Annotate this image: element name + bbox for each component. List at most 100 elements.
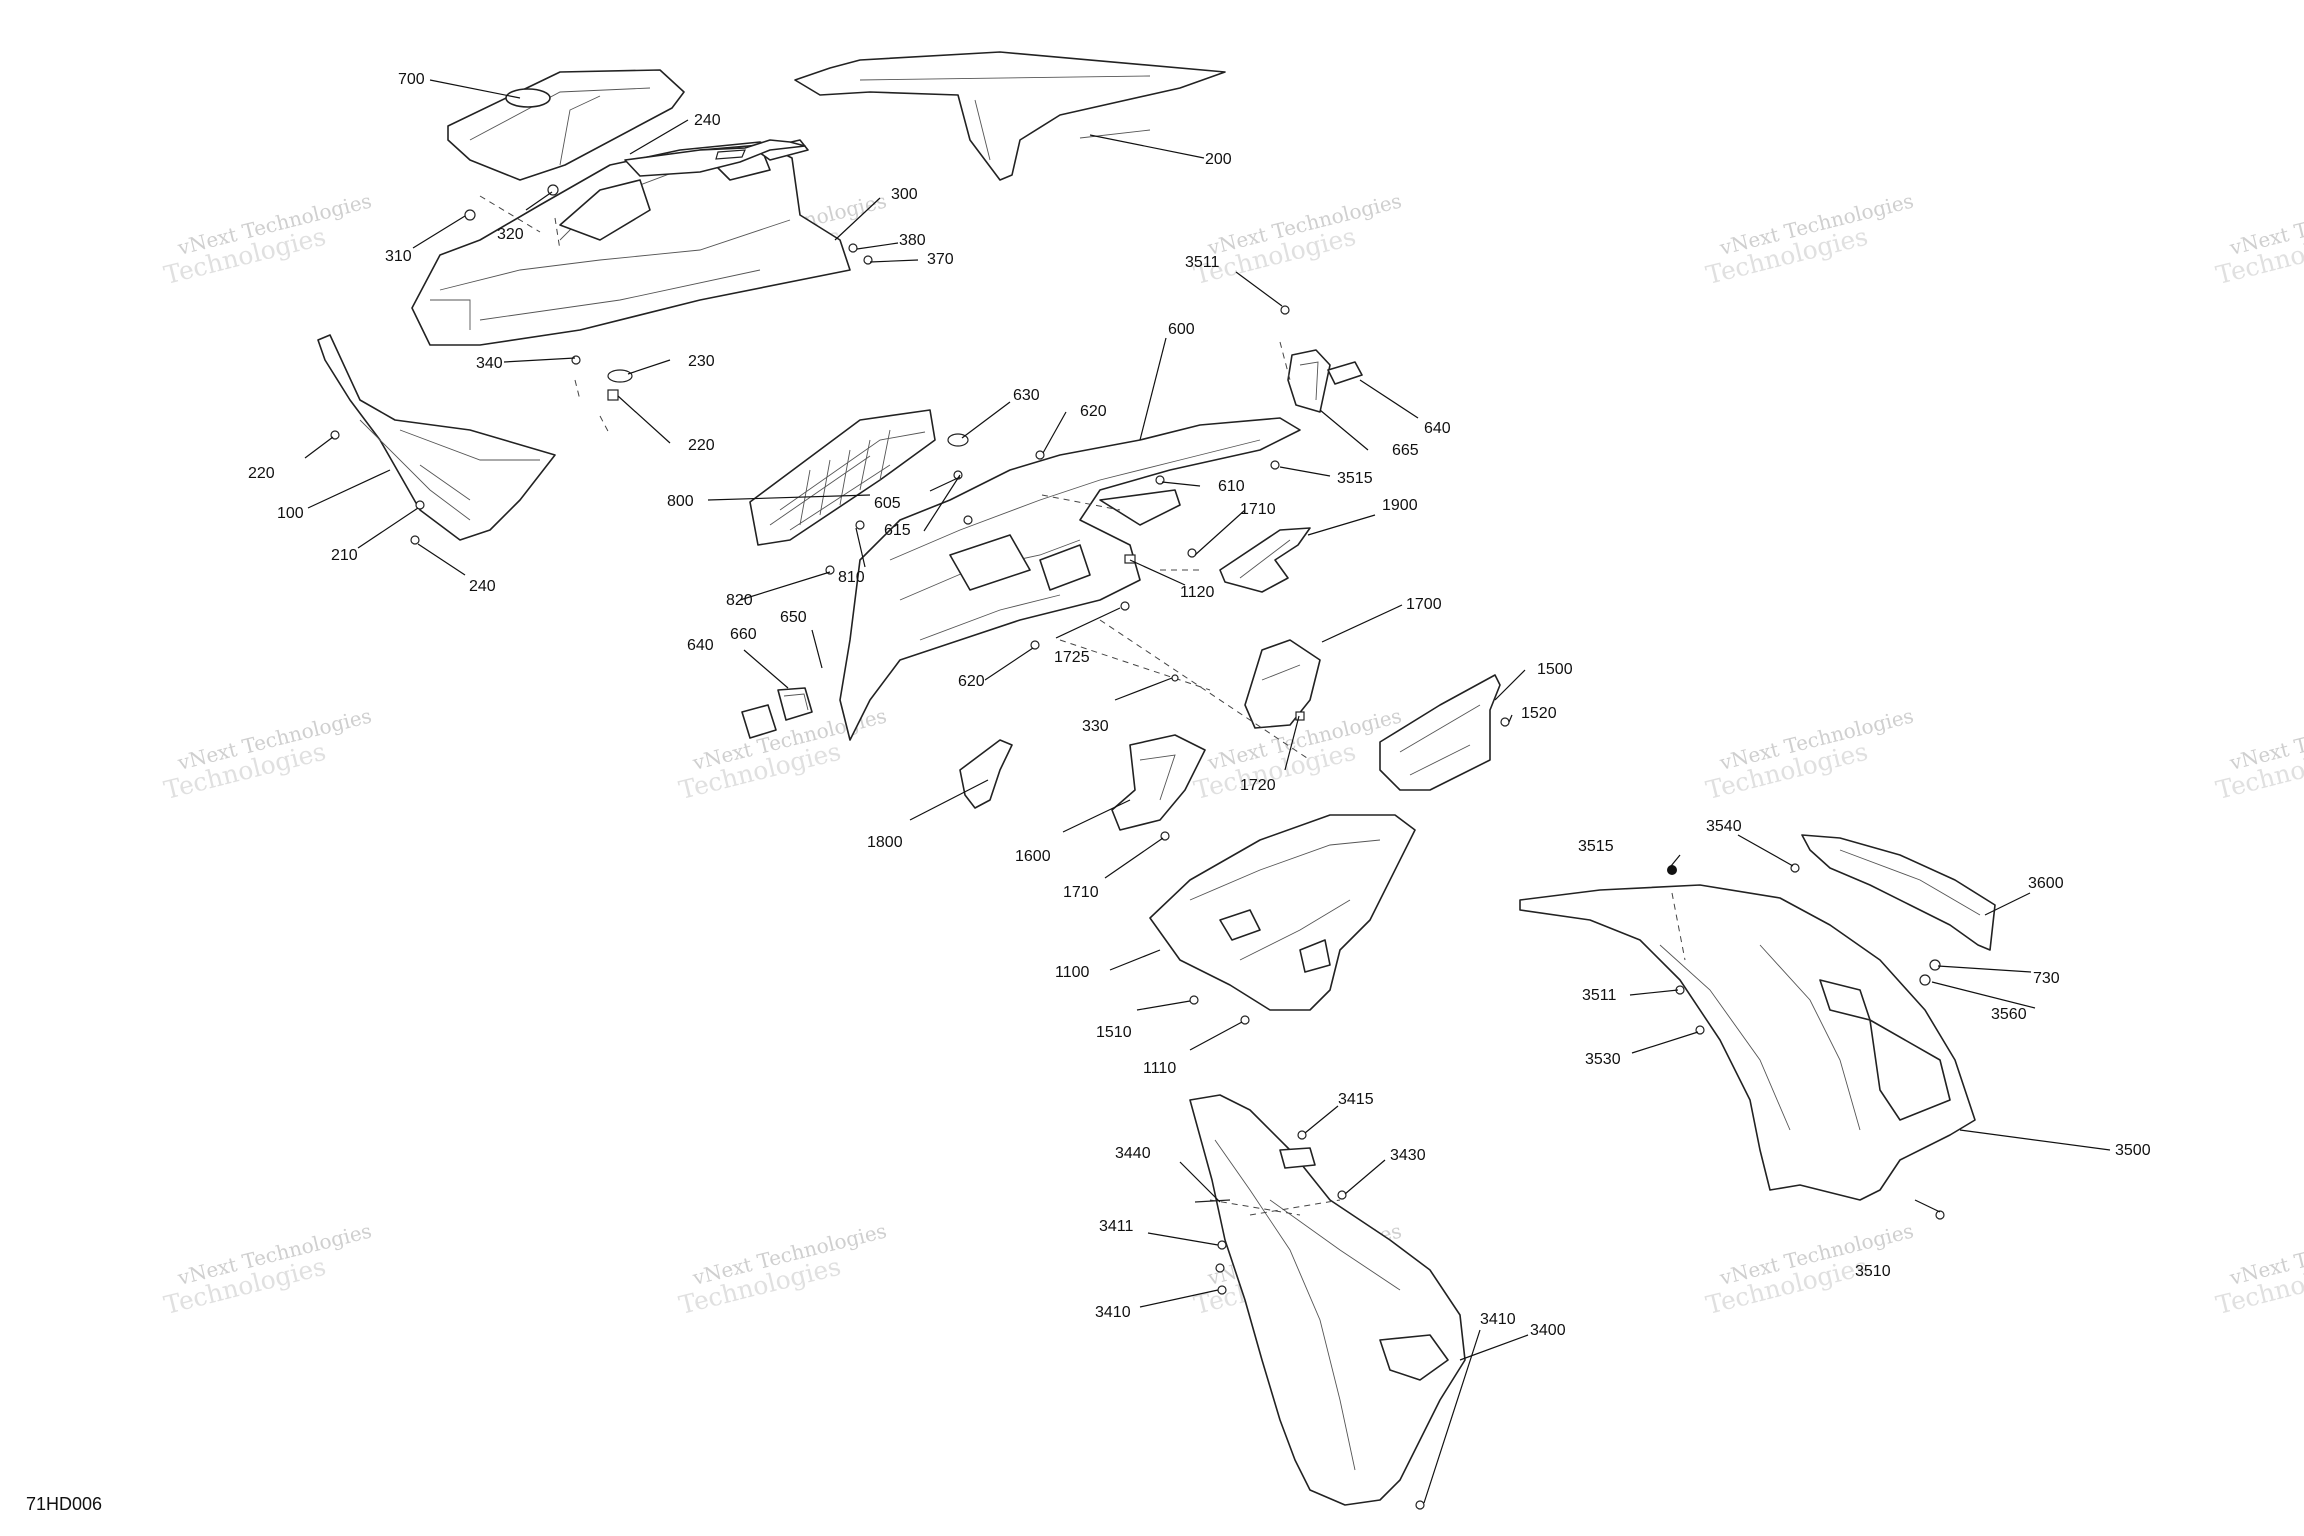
watermark: vNext Technologies Technologies	[676, 1219, 889, 1320]
callout-label: 620	[958, 673, 985, 690]
callout-label: 3530	[1585, 1051, 1621, 1068]
callout-label: 3410	[1480, 1311, 1516, 1328]
watermark: vNext Technologies Technologies	[1703, 704, 1916, 805]
part-3600-rail	[1801, 834, 1996, 951]
callout-label: 240	[469, 578, 496, 595]
diagram-code: 71HD006	[26, 1494, 103, 1514]
callout-label: 370	[927, 251, 954, 268]
part-240-upper-bracket	[624, 139, 806, 177]
callout-label: 1500	[1537, 661, 1573, 678]
callout-label: 310	[385, 248, 412, 265]
callout-label: 3430	[1390, 1147, 1426, 1164]
part-700-top-cover	[447, 69, 685, 181]
part-640-label-right	[1327, 361, 1363, 385]
callout-label: 3560	[1991, 1006, 2027, 1023]
callout-label: 660	[730, 626, 757, 643]
callout-label: 3511	[1582, 987, 1617, 1004]
callout-label: 210	[331, 547, 358, 564]
callout-label: 600	[1168, 321, 1195, 338]
callout-labels: 700 240 200 300 380 370 310 320 340 230 …	[248, 71, 2151, 1339]
part-1100-panel	[1149, 814, 1416, 1011]
watermark: vNext Technologies Technologies	[1191, 189, 1404, 290]
callout-label: 1710	[1063, 884, 1099, 901]
part-3500-fender	[1519, 884, 1976, 1201]
callout-label: 300	[891, 186, 918, 203]
callout-label: 240	[694, 112, 721, 129]
callout-label: 1800	[867, 834, 903, 851]
callout-label: 810	[838, 569, 865, 586]
callout-label: 200	[1205, 151, 1232, 168]
part-1700-bracket	[1244, 639, 1321, 729]
assembly-lines	[479, 195, 1686, 1216]
callout-label: 1700	[1406, 596, 1442, 613]
callout-label: 800	[667, 493, 694, 510]
callout-label: 220	[248, 465, 275, 482]
callout-label: 1100	[1055, 964, 1090, 981]
callout-label: 3500	[2115, 1142, 2151, 1159]
callout-label: 700	[398, 71, 425, 88]
part-100-left-panel	[317, 334, 556, 541]
callout-label: 1510	[1096, 1024, 1132, 1041]
callout-label: 630	[1013, 387, 1040, 404]
callout-label: 320	[497, 226, 524, 243]
callout-label: 230	[688, 353, 715, 370]
watermark: vNext Technologies Technologies	[1703, 189, 1916, 290]
callout-label: 640	[687, 637, 714, 654]
callout-label: 640	[1424, 420, 1451, 437]
part-800-grille	[749, 409, 936, 546]
callout-label: 1110	[1143, 1060, 1176, 1077]
callout-label: 1725	[1054, 649, 1090, 666]
part-665-bracket	[1287, 349, 1331, 413]
callout-label: 1120	[1180, 584, 1215, 601]
callout-label: 665	[1392, 442, 1419, 459]
watermark: vNext Technologies Technologies	[676, 704, 889, 805]
callout-label: 3515	[1337, 470, 1373, 487]
callout-label: 1520	[1521, 705, 1557, 722]
callout-label: 3400	[1530, 1322, 1566, 1339]
part-600-dash-assembly	[839, 417, 1301, 741]
watermark: vNext Technologies Technologies	[161, 189, 374, 290]
watermark: vNext Technologies Technologies	[161, 1219, 374, 1320]
part-300-console	[411, 139, 851, 346]
callout-label: 220	[688, 437, 715, 454]
callout-label: 1600	[1015, 848, 1051, 865]
callout-label: 620	[1080, 403, 1107, 420]
part-640-label-left	[741, 704, 777, 739]
callout-label: 610	[1218, 478, 1245, 495]
callout-label: 330	[1082, 718, 1109, 735]
callout-label: 3510	[1855, 1263, 1891, 1280]
leader-lines	[304, 79, 2111, 1504]
callout-label: 3410	[1095, 1304, 1131, 1321]
callout-label: 1710	[1240, 501, 1276, 518]
callout-label: 1900	[1382, 497, 1418, 514]
part-1900-bracket	[1219, 527, 1311, 593]
fastener-layer	[330, 184, 1945, 1510]
callout-label: 820	[726, 592, 753, 609]
callout-label: 615	[884, 522, 911, 539]
callout-label: 730	[2033, 970, 2060, 987]
part-3400-panel	[1189, 1094, 1466, 1506]
part-1500-cover	[1379, 674, 1501, 791]
callout-label: 650	[780, 609, 807, 626]
callout-label: 3540	[1706, 818, 1742, 835]
callout-label: 1720	[1240, 777, 1276, 794]
callout-label: 3511	[1185, 254, 1220, 271]
callout-label: 3515	[1578, 838, 1614, 855]
callout-label: 3415	[1338, 1091, 1374, 1108]
callout-label: 100	[277, 505, 304, 522]
watermark: vNext Technologies Technologies	[2213, 704, 2304, 805]
callout-label: 380	[899, 232, 926, 249]
part-1600-bracket	[1111, 734, 1206, 831]
watermark: vNext Technologies Technologies	[161, 704, 374, 805]
watermark: vNext Technologies Technologies	[2213, 189, 2304, 290]
watermark: vNext Technologies Technologies	[2213, 1219, 2304, 1320]
callout-label: 605	[874, 495, 901, 512]
callout-label: 340	[476, 355, 503, 372]
part-660-light	[777, 687, 813, 721]
part-1800-bracket	[959, 739, 1013, 809]
part-200-side-panel	[794, 51, 1226, 181]
callout-label: 3600	[2028, 875, 2064, 892]
callout-label: 3411	[1099, 1218, 1134, 1235]
callout-label: 3440	[1115, 1145, 1151, 1162]
